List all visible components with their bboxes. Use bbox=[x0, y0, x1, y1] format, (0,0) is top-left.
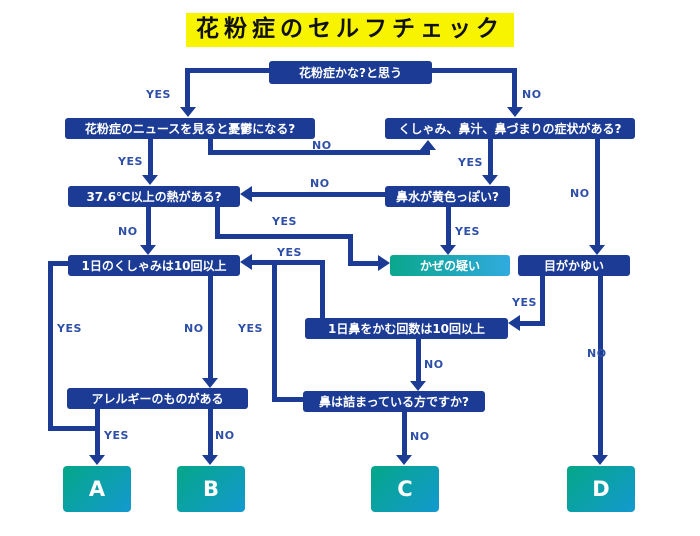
edge-label-yes: YES bbox=[104, 429, 129, 442]
arrowhead-down bbox=[410, 381, 426, 391]
arrowhead-down bbox=[440, 245, 456, 255]
connector-line bbox=[48, 261, 53, 429]
connector-line bbox=[348, 261, 380, 266]
edge-label-no: NO bbox=[410, 430, 430, 443]
arrowhead-down bbox=[589, 245, 605, 255]
connector-line bbox=[215, 234, 353, 239]
connector-line bbox=[208, 276, 213, 378]
connector-line bbox=[148, 139, 153, 176]
result-box-d: D bbox=[567, 466, 635, 512]
arrowhead-left bbox=[240, 186, 252, 202]
edge-label-yes: YES bbox=[238, 322, 263, 335]
arrowhead-down bbox=[202, 378, 218, 388]
connector-line bbox=[48, 261, 73, 266]
node-start: 花粉症かな?と思う bbox=[269, 61, 432, 84]
edge-label-yes: YES bbox=[455, 225, 480, 238]
result-box-b: B bbox=[177, 466, 245, 512]
connector-line bbox=[488, 139, 493, 176]
edge-label-no: NO bbox=[310, 177, 330, 190]
connector-line bbox=[446, 207, 451, 245]
arrowhead-down bbox=[482, 175, 498, 185]
arrowhead-right bbox=[378, 255, 390, 271]
arrowhead-left bbox=[508, 315, 520, 331]
connector-line bbox=[540, 276, 545, 326]
node-cold-suspected: かぜの疑い bbox=[390, 255, 510, 276]
connector-line bbox=[272, 262, 277, 402]
arrowhead-down bbox=[507, 107, 523, 117]
node-yellow-nose: 鼻水が黄色っぽい? bbox=[385, 186, 510, 207]
connector-line bbox=[185, 68, 269, 73]
connector-line bbox=[95, 409, 100, 455]
connector-line bbox=[348, 234, 353, 266]
edge-label-yes: YES bbox=[57, 322, 82, 335]
edge-label-no: NO bbox=[215, 429, 235, 442]
edge-label-yes: YES bbox=[118, 155, 143, 168]
edge-label-yes: YES bbox=[272, 215, 297, 228]
edge-label-no: NO bbox=[424, 358, 444, 371]
arrowhead-down bbox=[142, 175, 158, 185]
arrowhead-up bbox=[420, 140, 436, 150]
edge-label-yes: YES bbox=[458, 156, 483, 169]
edge-label-no: NO bbox=[184, 322, 204, 335]
edge-label-yes: YES bbox=[277, 246, 302, 259]
connector-line bbox=[432, 68, 517, 73]
node-stuffed-nose: 鼻は詰まっている方ですか? bbox=[303, 391, 485, 412]
arrowhead-down bbox=[396, 455, 412, 465]
page-title: 花粉症のセルフチェック bbox=[186, 13, 514, 47]
edge-label-no: NO bbox=[570, 187, 590, 200]
arrowhead-down bbox=[140, 245, 156, 255]
node-fever: 37.6℃以上の熱がある? bbox=[68, 186, 240, 207]
connector-line bbox=[595, 139, 600, 245]
connector-line bbox=[48, 426, 100, 431]
arrowhead-down bbox=[89, 455, 105, 465]
connector-line bbox=[252, 192, 385, 197]
connector-line bbox=[416, 339, 421, 381]
edge-label-no: NO bbox=[312, 139, 332, 152]
connector-line bbox=[272, 397, 305, 402]
connector-line bbox=[208, 139, 213, 153]
connector-line bbox=[185, 68, 190, 107]
connector-line bbox=[598, 276, 603, 455]
node-allergy: アレルギーのものがある bbox=[67, 388, 248, 409]
connector-line bbox=[252, 260, 325, 265]
node-symptoms: くしゃみ、鼻汁、鼻づまりの症状がある? bbox=[385, 118, 635, 139]
connector-line bbox=[512, 68, 517, 107]
node-news: 花粉症のニュースを見ると憂鬱になる? bbox=[65, 118, 315, 139]
edge-label-yes: YES bbox=[512, 296, 537, 309]
arrowhead-down bbox=[202, 455, 218, 465]
edge-label-no: NO bbox=[522, 88, 542, 101]
arrowhead-down bbox=[180, 107, 196, 117]
connector-line bbox=[520, 321, 545, 326]
edge-label-yes: YES bbox=[146, 88, 171, 101]
result-box-a: A bbox=[63, 466, 131, 512]
edge-label-no: NO bbox=[587, 347, 607, 360]
node-blow-count: 1日鼻をかむ回数は10回以上 bbox=[305, 318, 508, 339]
arrowhead-down bbox=[592, 455, 608, 465]
result-box-c: C bbox=[371, 466, 439, 512]
connector-line bbox=[146, 207, 151, 245]
connector-line bbox=[208, 409, 213, 455]
connector-line bbox=[215, 207, 220, 237]
arrowhead-left bbox=[240, 254, 252, 270]
edge-label-no: NO bbox=[118, 225, 138, 238]
node-sneeze-count: 1日のくしゃみは10回以上 bbox=[68, 255, 240, 276]
node-itchy-eyes: 目がかゆい bbox=[518, 255, 630, 276]
connector-line bbox=[402, 412, 407, 455]
connector-line bbox=[208, 150, 430, 155]
connector-line bbox=[320, 262, 325, 318]
title-bar: 花粉症のセルフチェック bbox=[0, 13, 700, 47]
